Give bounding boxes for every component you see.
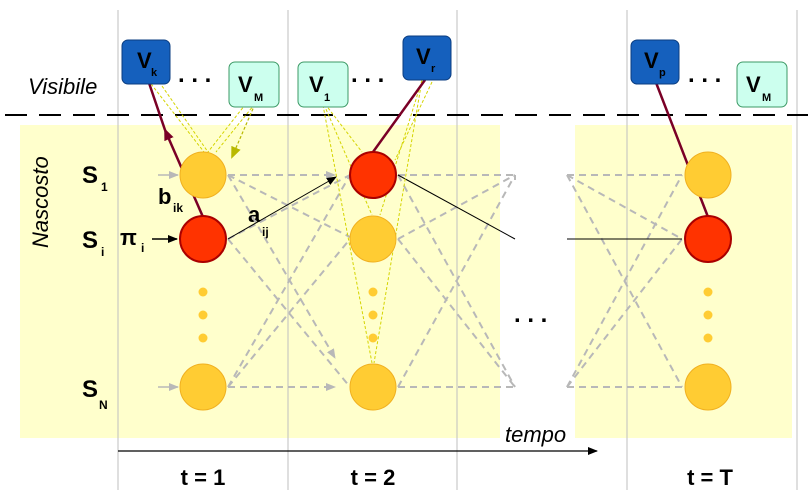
time-ellipsis: . . . xyxy=(514,301,547,328)
hidden-layer-bg-right xyxy=(575,125,792,438)
svg-text:b: b xyxy=(158,184,171,209)
svg-text:V: V xyxy=(137,48,152,73)
hidden-layer-bg-left xyxy=(20,125,500,438)
visible-label: Visibile xyxy=(28,74,97,99)
state-sN-t2 xyxy=(349,363,397,411)
svg-text:π: π xyxy=(120,225,137,250)
svg-text:a: a xyxy=(248,202,261,227)
state-s1-tT xyxy=(684,151,732,199)
svg-text:V: V xyxy=(746,72,761,97)
time-step-T: t = T xyxy=(687,465,733,490)
obs-vM-t1: V M xyxy=(228,61,280,108)
svg-text:M: M xyxy=(762,92,771,104)
state-sN-t1 xyxy=(179,363,227,411)
state-dots-t2 xyxy=(368,287,378,343)
svg-text:p: p xyxy=(659,67,666,79)
obs-vM-tT: V M xyxy=(736,61,788,108)
time-axis-label: tempo xyxy=(505,422,566,447)
svg-text:V: V xyxy=(416,44,431,69)
state-dots-t1 xyxy=(198,287,208,343)
svg-text:N: N xyxy=(99,398,108,412)
svg-text:r: r xyxy=(431,63,436,75)
a-label: a ij xyxy=(248,202,269,239)
state-si-tT xyxy=(684,215,732,263)
transition-aij xyxy=(227,176,337,240)
svg-text:V: V xyxy=(309,72,324,97)
obs-vp: V p xyxy=(630,39,680,85)
svg-text:i: i xyxy=(141,241,144,255)
state-dots-tT xyxy=(703,287,713,343)
svg-text:k: k xyxy=(151,67,158,79)
state-si-t2 xyxy=(349,215,397,263)
hidden-label: Nascosto xyxy=(28,156,53,248)
state-s1-t1 xyxy=(179,151,227,199)
state-label-si: S i xyxy=(82,227,104,259)
svg-text:S: S xyxy=(82,162,98,189)
transitions-t1-t2 xyxy=(227,171,351,391)
svg-text:S: S xyxy=(82,376,98,403)
state-sN-tT xyxy=(684,363,732,411)
svg-text:V: V xyxy=(644,48,659,73)
svg-text:1: 1 xyxy=(101,180,108,194)
svg-text:S: S xyxy=(82,227,98,254)
svg-text:1: 1 xyxy=(324,92,330,104)
emission-s1-vr xyxy=(371,79,427,153)
transition-solid-out xyxy=(397,174,516,240)
obs-vk: V k xyxy=(121,39,171,85)
transitions-in-tT xyxy=(566,174,683,388)
emission-vk-link xyxy=(146,79,167,131)
obs-v1: V 1 xyxy=(297,61,349,108)
state-label-s1: S 1 xyxy=(82,162,108,194)
obs-ellipsis-t2: . . . xyxy=(351,61,384,88)
state-si-t1 xyxy=(179,215,227,263)
time-slice-lines xyxy=(117,10,798,490)
pi-label: π i xyxy=(120,225,144,255)
svg-text:V: V xyxy=(238,72,253,97)
obs-vr: V r xyxy=(402,35,452,81)
time-step-1: t = 1 xyxy=(181,465,226,490)
initial-arrows xyxy=(158,171,179,391)
svg-text:M: M xyxy=(254,92,263,104)
svg-text:ik: ik xyxy=(173,201,183,215)
obs-ellipsis-tT: . . . xyxy=(688,61,721,88)
b-label: b ik xyxy=(158,184,183,215)
state-s1-t2 xyxy=(349,151,397,199)
state-label-sN: S N xyxy=(82,376,108,412)
obs-ellipsis-t1: . . . xyxy=(178,61,211,88)
svg-text:ij: ij xyxy=(262,225,269,239)
svg-text:i: i xyxy=(101,245,104,259)
time-step-2: t = 2 xyxy=(351,465,396,490)
